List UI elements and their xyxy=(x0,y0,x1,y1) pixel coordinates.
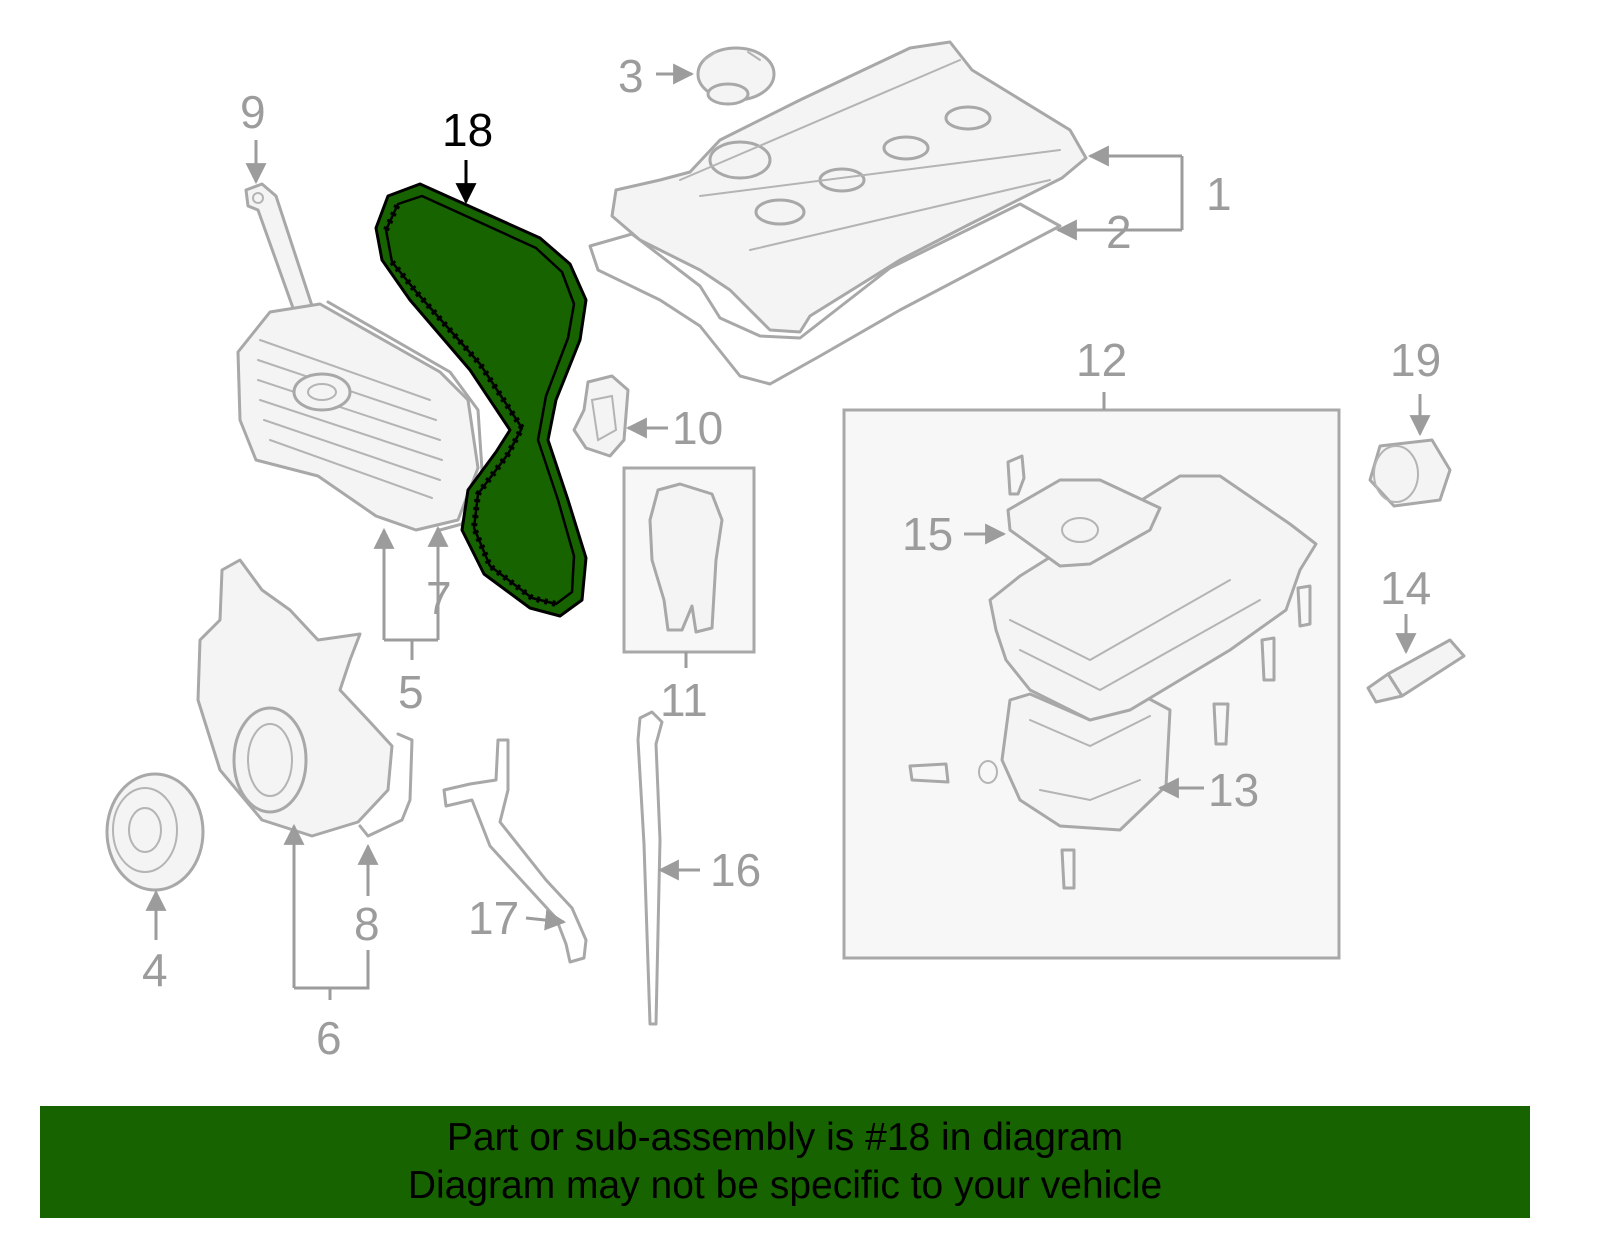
callout-8[interactable]: 8 xyxy=(354,898,380,950)
callout-13[interactable]: 13 xyxy=(1208,764,1259,816)
callout-5[interactable]: 5 xyxy=(398,666,424,718)
part-6-lower-timing-cover[interactable] xyxy=(196,558,394,838)
part-11-gasket-box[interactable] xyxy=(622,466,756,654)
callout-15[interactable]: 15 xyxy=(902,508,953,560)
callout-7[interactable]: 7 xyxy=(426,572,452,624)
part-10-seal[interactable] xyxy=(572,374,630,458)
callout-19[interactable]: 19 xyxy=(1390,334,1441,386)
part-12-oil-pan-box[interactable] xyxy=(842,408,1341,960)
callout-12[interactable]: 12 xyxy=(1076,334,1127,386)
part-3-oil-filler-cap[interactable] xyxy=(696,46,776,106)
part-12-upper-oil-pan[interactable] xyxy=(988,474,1318,722)
callout-17[interactable]: 17 xyxy=(468,892,519,944)
callout-labels: 1 2 3 4 5 6 7 8 9 10 11 12 13 14 15 16 1… xyxy=(142,50,1441,1064)
banner-disclaimer: Diagram may not be specific to your vehi… xyxy=(407,1164,1163,1207)
callout-14[interactable]: 14 xyxy=(1380,562,1431,614)
part-8-lower-cover-gasket[interactable] xyxy=(358,732,414,838)
banner-part-note: Part or sub-assembly is #18 in diagram xyxy=(446,1116,1124,1159)
callout-4[interactable]: 4 xyxy=(142,944,168,996)
callout-11[interactable]: 11 xyxy=(660,674,708,726)
callout-18[interactable]: 18 xyxy=(442,104,493,156)
callout-3[interactable]: 3 xyxy=(618,50,644,102)
part-16-oil-dipstick[interactable] xyxy=(636,710,664,1026)
part-18-timing-belt[interactable] xyxy=(374,182,588,618)
part-1-valve-cover[interactable] xyxy=(610,40,1088,334)
callout-6[interactable]: 6 xyxy=(316,1012,342,1064)
callout-10[interactable]: 10 xyxy=(672,402,723,454)
bolt-group xyxy=(908,454,1312,890)
part-17-oil-pickup-tube[interactable] xyxy=(442,738,588,964)
info-banner: Part or sub-assembly is #18 in diagram D… xyxy=(40,1106,1530,1218)
callout-16[interactable]: 16 xyxy=(710,844,761,896)
part-4-crankshaft-pulley[interactable] xyxy=(105,772,205,892)
part-5-upper-timing-cover[interactable] xyxy=(236,302,480,532)
part-9-bracket[interactable] xyxy=(244,182,318,324)
part-19-oil-filter[interactable] xyxy=(1368,438,1452,508)
part-14-sealant-tube[interactable] xyxy=(1366,638,1466,704)
leader-lines xyxy=(145,63,1431,1000)
callout-2[interactable]: 2 xyxy=(1106,206,1132,258)
callout-9[interactable]: 9 xyxy=(240,86,266,138)
part-15-baffle-plate[interactable] xyxy=(1006,478,1162,568)
part-7-cover-gasket[interactable] xyxy=(326,300,484,532)
callout-1[interactable]: 1 xyxy=(1206,168,1232,220)
